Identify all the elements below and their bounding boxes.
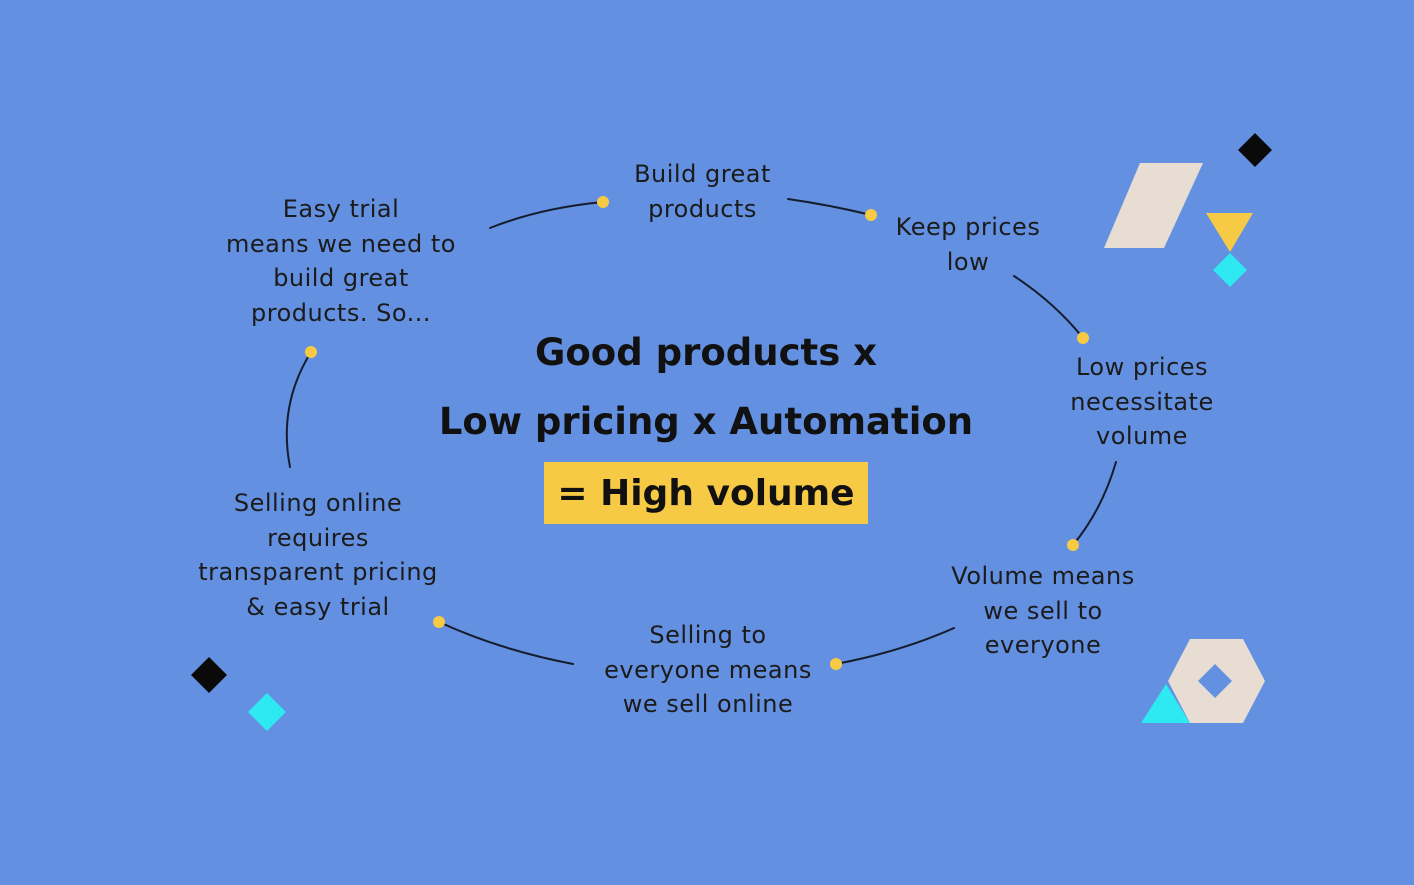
connector-easy-trial-to-build [489, 201, 604, 229]
node-volume-means-we-sell-to-everyone: Volume means we sell to everyone [951, 562, 1135, 659]
connector-dot [865, 209, 877, 221]
center-equation-line-1: Good products x [535, 331, 877, 374]
connector-dot [830, 658, 842, 670]
connector-build-to-keep-prices [787, 198, 872, 216]
beige-hexagon-nut-icon [1168, 639, 1265, 723]
connector-keep-prices-to-low-prices [1013, 275, 1084, 339]
connector-low-prices-to-volume [1072, 461, 1117, 546]
decoration-bottom-left [191, 657, 286, 731]
connector-dot [597, 196, 609, 208]
black-diamond-icon [1238, 133, 1272, 167]
connector-dot [1077, 332, 1089, 344]
cyan-diamond-icon [248, 693, 286, 731]
cyan-diamond-icon [1213, 253, 1247, 287]
node-selling-online-requires-transparent-pricing: Selling online requires transparent pric… [198, 489, 438, 621]
yellow-triangle-icon [1206, 213, 1253, 252]
node-low-prices-necessitate-volume: Low prices necessitate volume [1070, 353, 1214, 450]
cyan-triangle-icon [1141, 684, 1190, 723]
decoration-top-right [1104, 133, 1272, 287]
connector-selling-everyone-to-selling-online [438, 621, 574, 665]
black-diamond-icon [191, 657, 227, 693]
connector-dot [1067, 539, 1079, 551]
result-highlight: = High volume [544, 462, 868, 524]
node-keep-prices-low: Keep prices low [895, 213, 1041, 276]
node-easy-trial-means-we-need-to-build: Easy trial means we need to build great … [226, 195, 456, 327]
node-selling-to-everyone-means-we-sell-online: Selling to everyone means we sell online [604, 621, 812, 718]
connector-selling-online-to-easy-trial [285, 351, 312, 468]
connector-volume-to-selling-everyone [835, 627, 955, 665]
result-text: = High volume [557, 472, 855, 514]
node-build-great-products: Build great products [634, 160, 771, 223]
center-equation-line-2: Low pricing x Automation [438, 400, 974, 443]
connector-dot [433, 616, 445, 628]
decoration-bottom-right [1141, 639, 1265, 723]
connector-dot [305, 346, 317, 358]
beige-parallelogram-icon [1104, 163, 1203, 248]
